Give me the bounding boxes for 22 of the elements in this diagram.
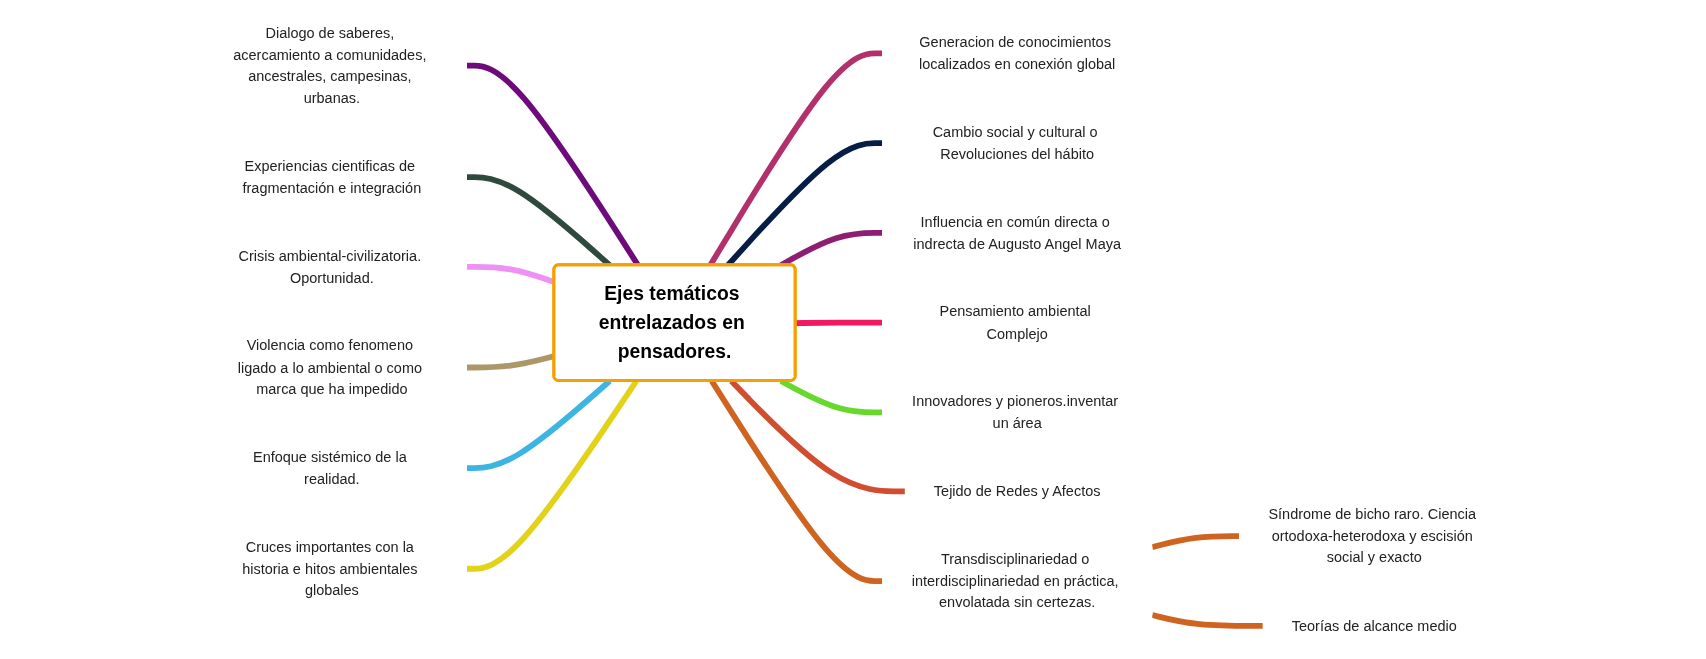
node-text: Generacion de conocimientos localizados en conexión global	[918, 33, 1116, 72]
node-text: Teorías de alcance medio	[1291, 617, 1457, 634]
connector	[1151, 612, 1263, 629]
node-text: Dialogo de saberes, acercamiento a comunidades, ancestrales, campesinas, urbanas.	[233, 24, 427, 106]
connector	[466, 379, 639, 572]
node-text: Crisis ambiental-civilizatoria. Oportunidad.	[238, 247, 422, 286]
node-text: Cambio social y cultural o Revoluciones del hábito	[932, 123, 1098, 162]
node-text: Pensamiento ambiental Complejo	[939, 302, 1091, 341]
node-text: Experiencias cientificas de fragmentación e integración	[242, 157, 422, 196]
node-text: Innovadores y pioneros.inventar un área	[912, 392, 1119, 431]
connector	[795, 319, 882, 326]
node-text: Síndrome de bicho raro. Ciencia ortodoxa-heterodoxa y escisión social y exacto	[1268, 505, 1477, 566]
node-text: Tejido de Redes y Afectos	[933, 482, 1101, 499]
node-text: Enfoque sistémico de la realidad.	[252, 448, 407, 487]
node-text: Cruces importantes con la historia e hitos ambientales globales	[242, 538, 418, 598]
node-text: Influencia en común directa o indrecta de Augusto Angel Maya	[913, 213, 1121, 252]
node-text: Violencia como fenomeno ligado a lo ambiental o como marca que ha impedido	[237, 336, 422, 397]
connector	[466, 353, 555, 371]
connector	[1151, 533, 1240, 550]
connector	[729, 379, 905, 495]
node-text: Transdisciplinariedad o interdisciplinariedad en práctica, envolatada sin certezas.	[911, 550, 1119, 611]
connector	[709, 379, 882, 584]
